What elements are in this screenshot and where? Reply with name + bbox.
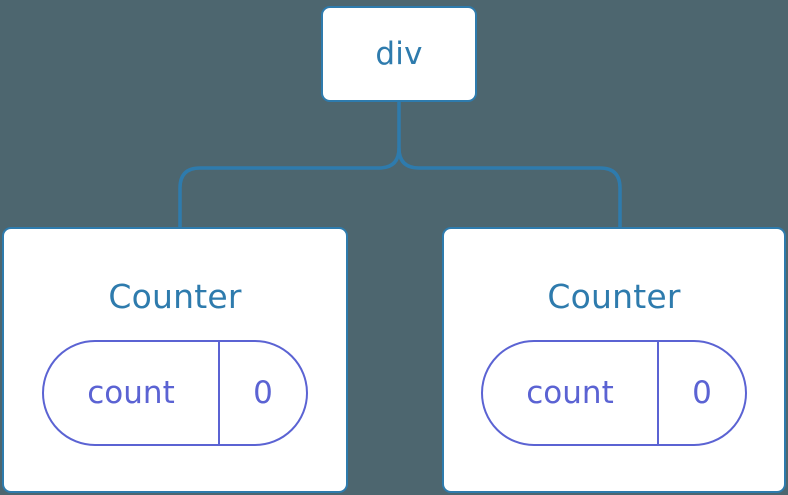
state-pill-key-right: count: [483, 342, 659, 444]
connector-root-to-children: [178, 102, 401, 229]
state-pill-count-left[interactable]: count 0: [42, 340, 308, 446]
node-counter-right-label: Counter: [547, 277, 681, 316]
state-pill-value-left: 0: [253, 374, 273, 411]
state-pill-count-right[interactable]: count 0: [481, 340, 747, 446]
node-counter-left-label: Counter: [108, 277, 242, 316]
node-div[interactable]: div: [321, 6, 477, 102]
connector-root-to-right-child: [397, 147, 622, 229]
state-pill-value-right: 0: [692, 374, 712, 411]
node-counter-left[interactable]: Counter count 0: [2, 227, 348, 493]
node-counter-right[interactable]: Counter count 0: [442, 227, 786, 493]
node-div-label: div: [375, 35, 423, 72]
state-pill-key-left: count: [44, 342, 220, 444]
